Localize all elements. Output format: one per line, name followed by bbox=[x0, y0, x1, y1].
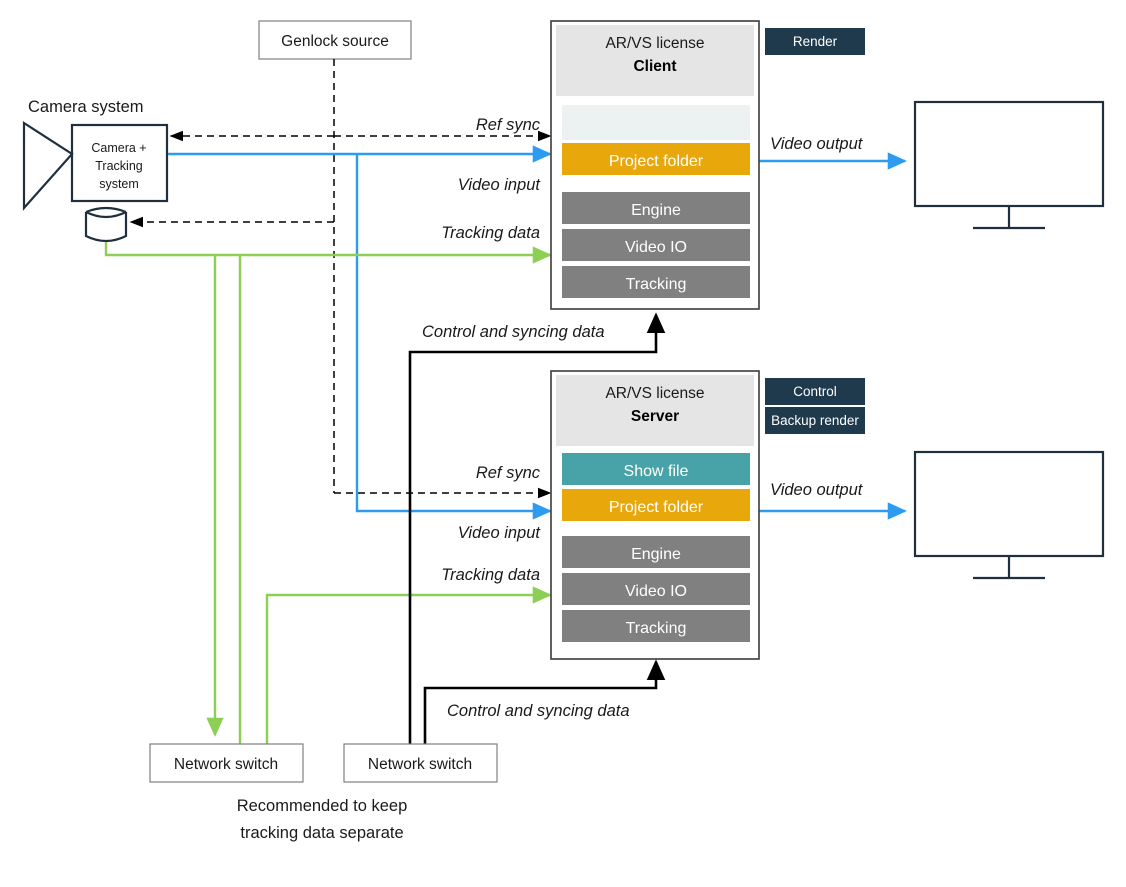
client-row-video-io-label: Video IO bbox=[625, 239, 687, 256]
camera-body-label-2: Tracking bbox=[95, 159, 143, 173]
server-unit[interactable]: AR/VS license Server Show file Project f… bbox=[550, 370, 760, 660]
network-switch-left-label: Network switch bbox=[174, 756, 278, 773]
client-row-project-folder[interactable] bbox=[562, 143, 750, 175]
label-control-sync-top: Control and syncing data bbox=[422, 323, 605, 341]
server-row-tracking[interactable] bbox=[562, 610, 750, 642]
server-row-show-file[interactable] bbox=[562, 453, 750, 485]
client-row-tracking[interactable] bbox=[562, 266, 750, 298]
server-row-project-folder[interactable] bbox=[562, 489, 750, 521]
server-badge-backup-render-label: Backup render bbox=[771, 413, 859, 428]
client-unit[interactable]: AR/VS license Client Project folder Engi… bbox=[550, 20, 760, 310]
client-license-label: AR/VS license bbox=[605, 35, 704, 52]
client-row-project-folder-label: Project folder bbox=[609, 153, 704, 170]
client-row-engine[interactable] bbox=[562, 192, 750, 224]
client-monitor bbox=[913, 100, 1105, 230]
tracking-data-client-line bbox=[104, 242, 552, 264]
server-badge-control-label: Control bbox=[793, 384, 837, 399]
note-line-1: Recommended to keep bbox=[237, 797, 408, 815]
server-role-label: Server bbox=[631, 408, 679, 425]
camera-body-label-1: Camera + bbox=[91, 141, 146, 155]
server-badge-backup-render[interactable] bbox=[765, 407, 865, 434]
camera-funnel-icon bbox=[22, 120, 74, 211]
tracking-sensor-icon bbox=[84, 206, 128, 243]
camera-body bbox=[70, 123, 169, 203]
server-monitor bbox=[913, 450, 1105, 580]
label-video-output-client: Video output bbox=[770, 135, 864, 153]
client-row-show-file-placeholder[interactable] bbox=[562, 105, 750, 140]
client-row-engine-label: Engine bbox=[631, 202, 681, 219]
network-switch-right[interactable] bbox=[343, 743, 498, 783]
server-row-show-file-label: Show file bbox=[624, 463, 689, 480]
client-role-label: Client bbox=[633, 58, 676, 75]
server-row-video-io[interactable] bbox=[562, 573, 750, 605]
server-row-engine[interactable] bbox=[562, 536, 750, 568]
label-video-input-server: Video input bbox=[458, 524, 542, 542]
video-input-server-line bbox=[355, 155, 552, 520]
server-row-engine-label: Engine bbox=[631, 546, 681, 563]
server-header bbox=[556, 375, 754, 446]
camera-body-label-3: system bbox=[99, 177, 139, 191]
network-switch-right-label: Network switch bbox=[368, 756, 472, 773]
network-switch-left[interactable] bbox=[149, 743, 304, 783]
control-sync-server-line bbox=[423, 659, 666, 745]
client-header bbox=[556, 25, 754, 96]
label-control-sync-bottom: Control and syncing data bbox=[447, 702, 630, 720]
control-sync-client-line bbox=[408, 312, 666, 745]
label-tracking-data-client: Tracking data bbox=[441, 224, 540, 242]
label-tracking-data-server: Tracking data bbox=[441, 566, 540, 584]
server-row-project-folder-label: Project folder bbox=[609, 499, 704, 516]
client-badge-render[interactable] bbox=[765, 28, 865, 55]
client-row-tracking-label: Tracking bbox=[626, 276, 687, 293]
camera-system-caption: Camera system bbox=[28, 98, 144, 116]
genlock-source-label: Genlock source bbox=[281, 33, 389, 50]
label-ref-sync-client: Ref sync bbox=[476, 116, 541, 134]
client-row-video-io[interactable] bbox=[562, 229, 750, 261]
genlock-source-box bbox=[258, 20, 412, 60]
server-license-label: AR/VS license bbox=[605, 385, 704, 402]
note-line-2: tracking data separate bbox=[240, 824, 403, 842]
client-badge-render-label: Render bbox=[793, 34, 838, 49]
server-row-video-io-label: Video IO bbox=[625, 583, 687, 600]
label-ref-sync-server: Ref sync bbox=[476, 464, 541, 482]
tracking-data-server-line bbox=[265, 586, 552, 745]
label-video-input-client: Video input bbox=[458, 176, 542, 194]
label-video-output-server: Video output bbox=[770, 481, 864, 499]
server-badge-control[interactable] bbox=[765, 378, 865, 405]
server-row-tracking-label: Tracking bbox=[626, 620, 687, 637]
